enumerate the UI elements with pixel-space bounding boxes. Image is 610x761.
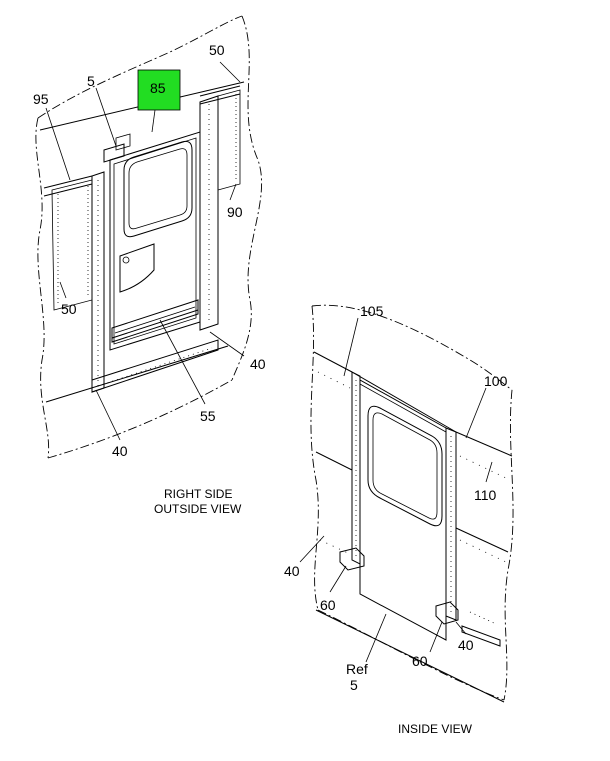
inside-view: 105 100 110 40 60 Ref 5 60 40 INSIDE VIE… [284,303,514,736]
outside-panel-outline-right [231,15,262,381]
callout-50-left: 50 [61,301,77,317]
outside-door-window [123,140,193,238]
callout-100: 100 [484,373,508,389]
callout-110: 110 [474,487,497,503]
outside-panel-outline-bottom [47,379,233,459]
inside-panel-outline-top [311,304,513,391]
callout-ref-number: 5 [350,677,358,693]
callout-40-bottom: 40 [112,443,128,459]
outside-panel-outline-top [37,15,243,119]
callout-50-top: 50 [209,42,225,58]
callout-60-left: 60 [320,597,336,613]
callout-40-right: 40 [250,356,266,372]
callout-95: 95 [33,91,49,107]
callout-105: 105 [360,303,384,319]
callout-85: 85 [150,80,166,96]
callout-40-right: 40 [458,637,474,653]
inside-view-title: INSIDE VIEW [398,722,473,736]
inside-panel-outline-left [310,305,319,611]
outside-door [109,131,201,351]
callout-5: 5 [87,73,95,89]
callout-55: 55 [200,408,216,424]
inside-panel-outline-bottom [317,609,505,701]
inside-door [359,379,447,641]
outside-view-title-line2: OUTSIDE VIEW [154,502,242,516]
callout-90: 90 [227,204,243,220]
outside-view-title-line1: RIGHT SIDE [164,487,232,501]
callout-85-highlight [137,69,181,111]
callout-ref-label: Ref [346,661,368,677]
inside-panel-outline-right [503,389,514,701]
callout-60-right: 60 [412,653,428,669]
inside-door-window [367,405,443,527]
outside-view: 95 5 85 50 90 50 40 55 40 RIGHT SIDE OUT… [33,15,266,516]
callout-40-left: 40 [284,563,300,579]
outside-panel-outline-left [35,117,50,459]
